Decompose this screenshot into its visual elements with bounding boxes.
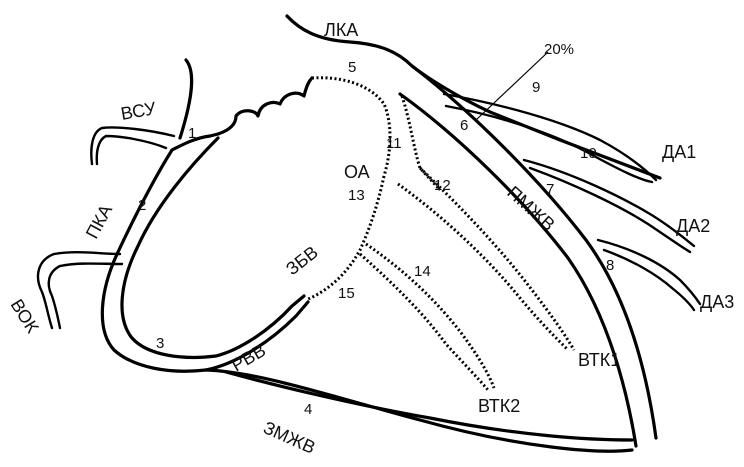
da3-vessel-inner	[602, 248, 696, 312]
stenosis-pointer	[475, 51, 549, 121]
ao-right-wall	[170, 132, 220, 152]
oa-proximal	[311, 76, 392, 177]
segment-8: 8	[606, 257, 614, 274]
pmzhv-outer	[410, 64, 658, 440]
label-da1: ДА1	[662, 142, 696, 162]
segment-12: 12	[434, 177, 451, 194]
segment-6: 6	[460, 117, 468, 134]
segment-2: 2	[138, 197, 146, 214]
segment-5: 5	[348, 59, 356, 76]
rvv-vessel-inner	[204, 300, 310, 372]
oa-mid	[305, 175, 386, 302]
segment-11: 11	[386, 135, 402, 152]
rvv-vessel	[214, 294, 306, 358]
da3-vessel	[596, 238, 702, 306]
label-vtk1: ВТК1	[578, 350, 620, 370]
label-vtk2: ВТК2	[478, 396, 520, 416]
label-da3: ДА3	[700, 292, 734, 312]
segment-1: 1	[188, 125, 196, 142]
aortic-root	[216, 76, 314, 136]
segment-14: 14	[414, 263, 431, 280]
segment-15: 15	[338, 285, 355, 302]
pmzhv-inner	[398, 92, 638, 448]
label-da2: ДА2	[676, 216, 710, 236]
label-vok: ВОК	[7, 296, 43, 337]
vtk2-branch-2	[359, 252, 490, 391]
label-vsu: ВСУ	[119, 98, 158, 124]
rca-inner	[120, 136, 220, 359]
segment-4: 4	[304, 401, 312, 418]
vtk1-branch	[418, 166, 576, 351]
label-zbv: ЗБВ	[282, 242, 322, 279]
vtk1-branch-2	[397, 182, 570, 352]
zmzhv-vessel	[204, 368, 634, 453]
label-pka: ПКА	[82, 201, 116, 242]
vsu-vessel	[90, 126, 176, 166]
rca-ostium	[178, 58, 194, 140]
label-stenosis: 20%	[544, 41, 574, 58]
da1-vessel	[442, 92, 658, 182]
zmzhv-vessel-inner	[224, 370, 634, 442]
segment-10: 10	[580, 145, 597, 162]
vsu-vessel-inner	[95, 134, 168, 166]
segment-7: 7	[546, 181, 554, 198]
label-oa: ОА	[344, 162, 370, 182]
segment-3: 3	[156, 335, 164, 352]
da2-vessel-inner	[528, 166, 692, 254]
label-zmzhv: ЗМЖВ	[260, 417, 318, 457]
segment-9: 9	[532, 79, 540, 96]
segment-13: 13	[348, 187, 365, 204]
label-lka: ЛКА	[324, 20, 358, 40]
vok-vessel	[36, 251, 122, 330]
da2-vessel	[522, 158, 696, 248]
rca-outer	[100, 148, 208, 373]
vok-vessel-inner	[47, 262, 124, 330]
da1-vessel-inner	[444, 104, 654, 184]
